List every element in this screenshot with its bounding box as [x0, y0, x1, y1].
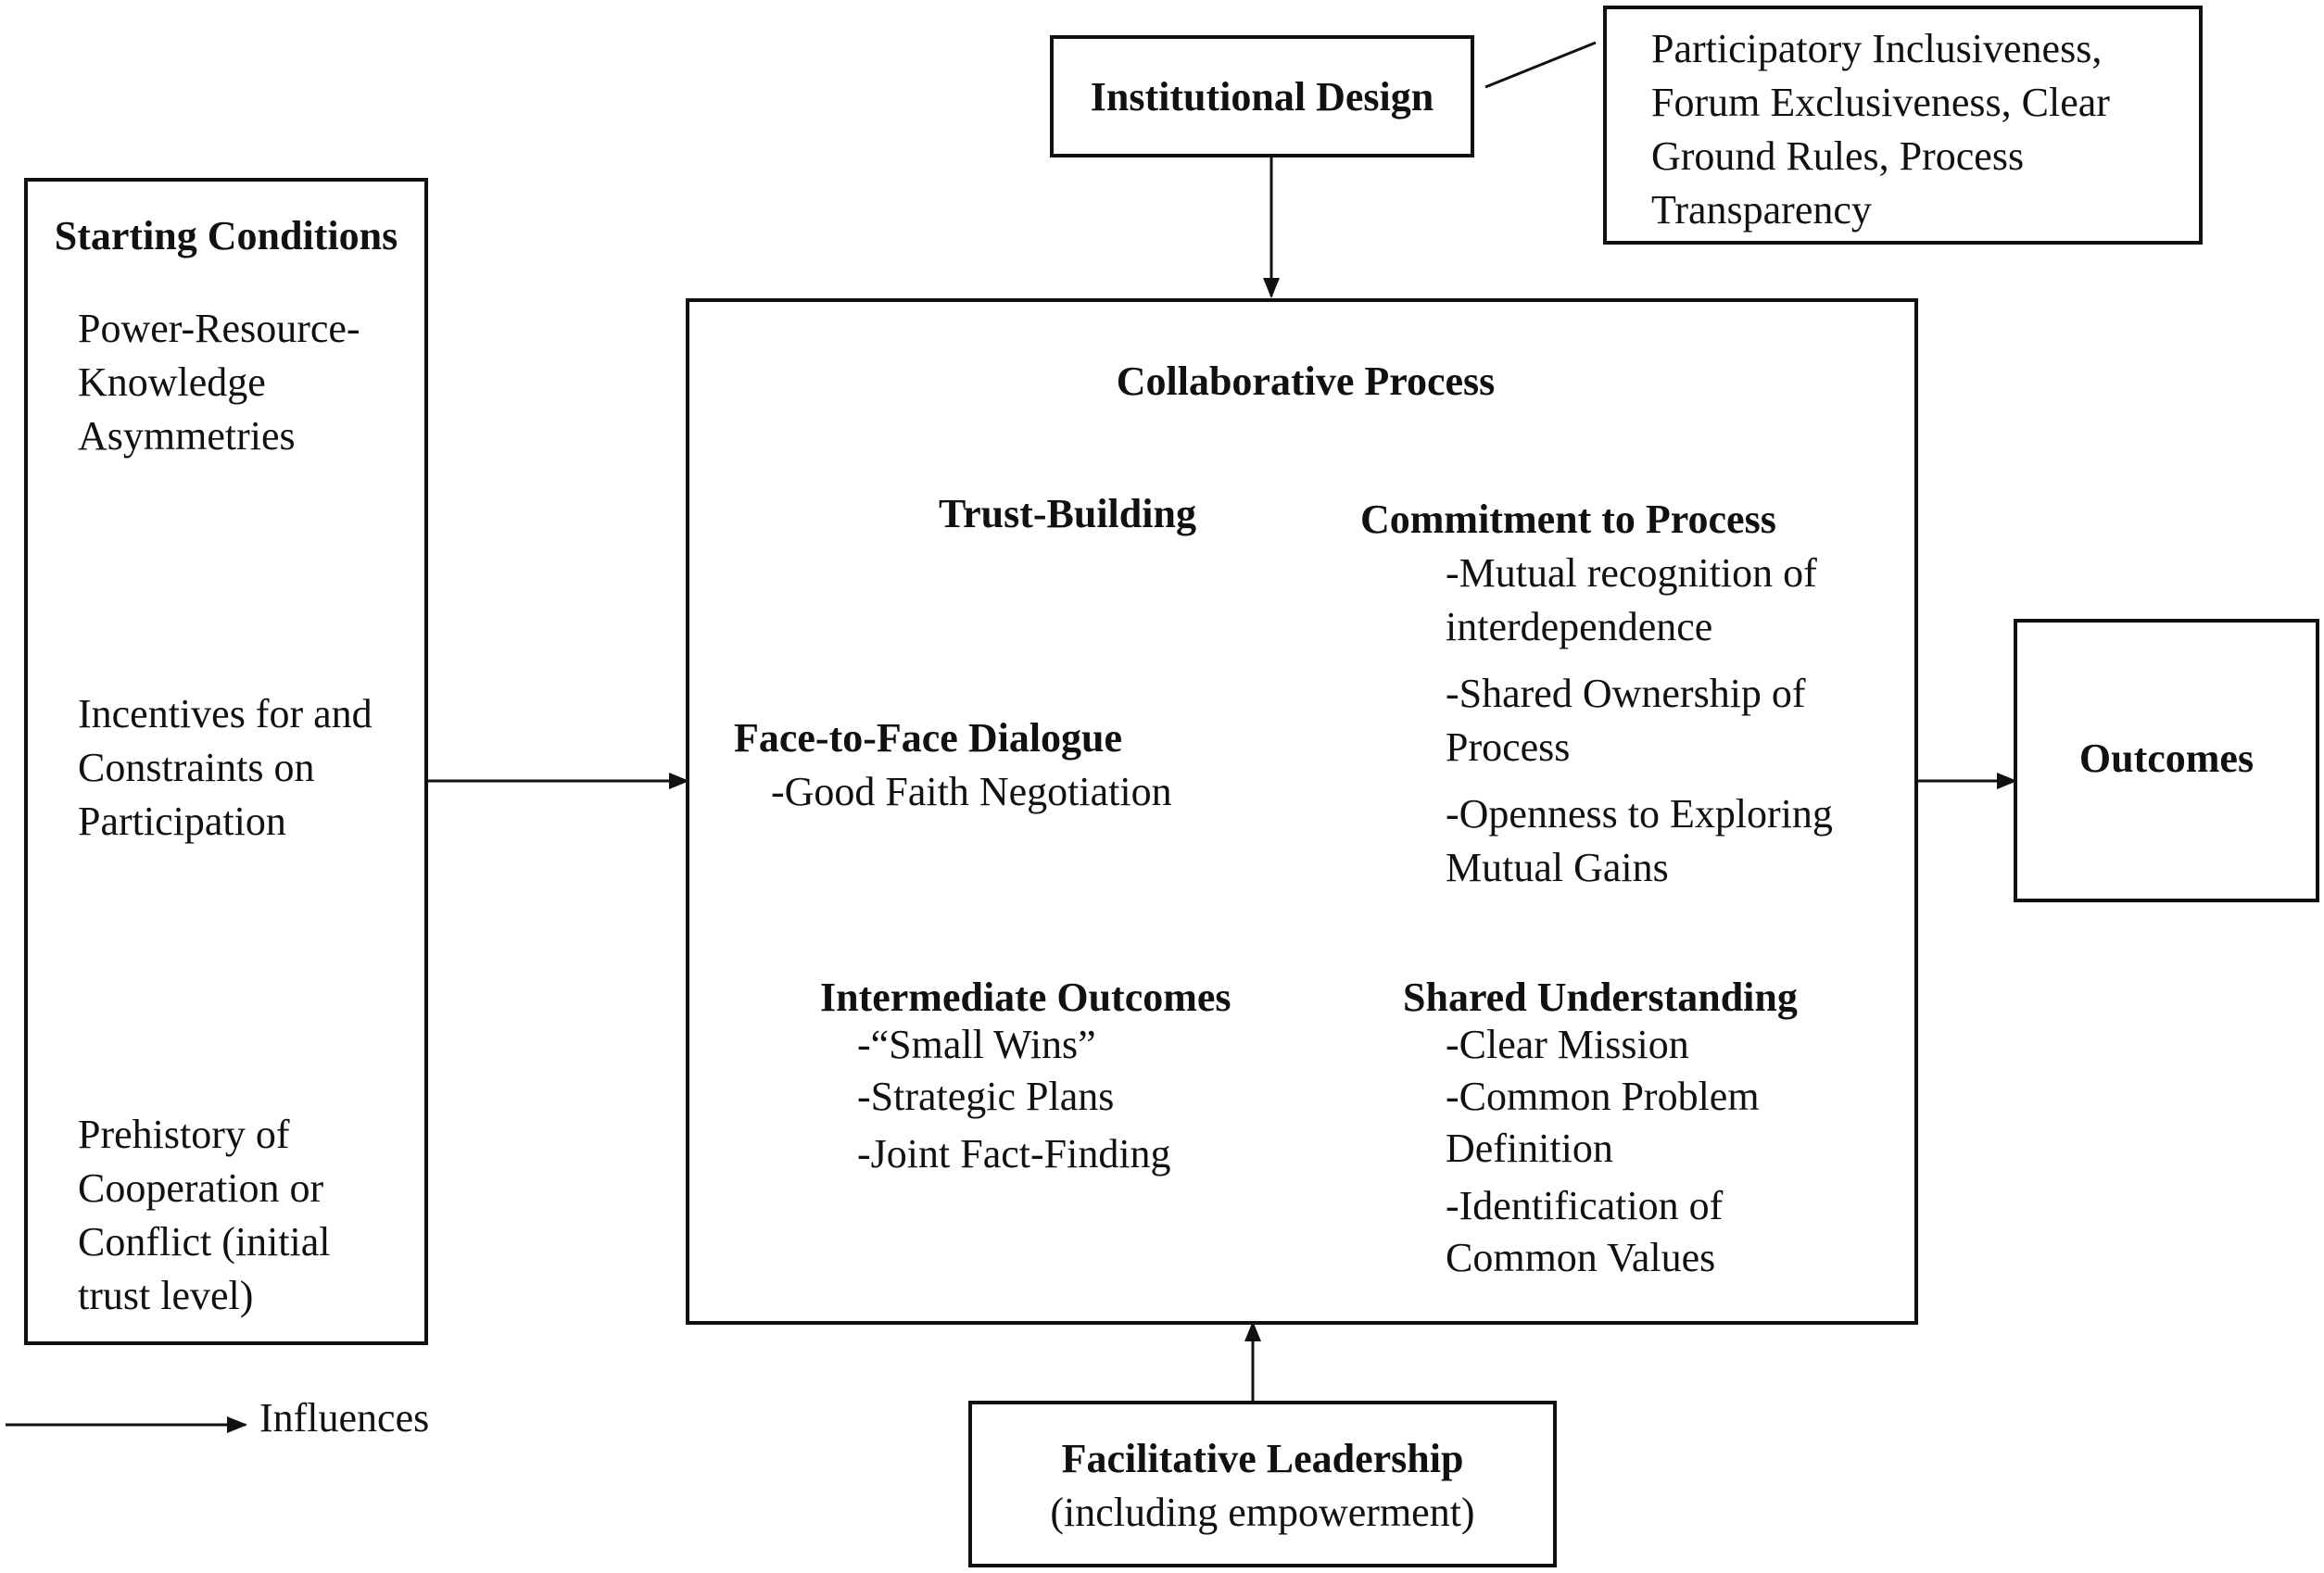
outcomes-title: Outcomes [2078, 736, 2255, 781]
details-line: Transparency [1651, 187, 1872, 233]
power-asymmetries-text: Power-Resource- Knowledge Asymmetries [78, 302, 360, 463]
institutional-details-text: Participatory Inclusiveness, Forum Exclu… [1651, 22, 2110, 237]
institutional-design-box: Institutional Design [1050, 35, 1474, 157]
intermediate-item: -Joint Fact-Finding [857, 1131, 1171, 1177]
incentives-line: Incentives for and [78, 691, 373, 736]
details-connector-line [1484, 41, 1597, 89]
commitment-item: Process [1446, 724, 1571, 770]
outcomes-box: Outcomes [2014, 619, 2319, 902]
prehistory-text: Prehistory of Cooperation or Conflict (i… [78, 1108, 331, 1323]
understanding-item: Definition [1446, 1126, 1613, 1171]
starting-conditions-box: Starting Conditions [24, 178, 428, 1345]
prehistory-line: Conflict (initial [78, 1219, 331, 1265]
incentives-line: Constraints on [78, 745, 315, 790]
institutional-design-title: Institutional Design [1090, 74, 1434, 120]
power-line: Power-Resource- [78, 306, 360, 351]
details-line: Participatory Inclusiveness, [1651, 26, 2103, 71]
commitment-item: Mutual Gains [1446, 845, 1669, 890]
details-line: Forum Exclusiveness, Clear [1651, 80, 2110, 125]
commitment-item: -Openness to Exploring [1446, 791, 1833, 837]
dialogue-item: -Good Faith Negotiation [771, 769, 1172, 814]
understanding-title: Shared Understanding [1403, 975, 1798, 1020]
collaborative-process-box: Collaborative Process [686, 298, 1918, 1325]
commitment-title: Commitment to Process [1360, 497, 1776, 542]
intermediate-item: -Strategic Plans [857, 1074, 1115, 1119]
understanding-item: -Clear Mission [1446, 1022, 1689, 1067]
prehistory-line: Prehistory of [78, 1112, 290, 1157]
power-line: Asymmetries [78, 413, 296, 459]
intermediate-items: -“Small Wins” -Strategic Plans -Joint Fa… [857, 1019, 1171, 1180]
understanding-item: -Common Problem [1446, 1074, 1760, 1119]
facilitative-leadership-title: Facilitative Leadership [1061, 1436, 1464, 1481]
facilitative-leadership-subtitle: (including empowerment) [1050, 1490, 1475, 1535]
details-line: Ground Rules, Process [1651, 133, 2025, 179]
incentives-line: Participation [78, 799, 286, 844]
commitment-items: -Mutual recognition of interdependence -… [1446, 547, 1833, 895]
legend-label: Influences [259, 1395, 430, 1441]
commitment-item: interdependence [1446, 604, 1713, 649]
understanding-item: -Identification of [1446, 1183, 1724, 1228]
understanding-items: -Clear Mission -Common Problem Definitio… [1446, 1019, 1760, 1284]
starting-conditions-title: Starting Conditions [54, 213, 398, 258]
intermediate-title: Intermediate Outcomes [820, 975, 1231, 1020]
prehistory-line: Cooperation or [78, 1165, 324, 1211]
understanding-item: Common Values [1446, 1235, 1716, 1280]
commitment-item: -Shared Ownership of [1446, 671, 1806, 716]
dialogue-title: Face-to-Face Dialogue [734, 715, 1123, 761]
prehistory-line: trust level) [78, 1273, 254, 1318]
incentives-text: Incentives for and Constraints on Partic… [78, 687, 373, 849]
commitment-block: Commitment to Process [1360, 493, 1776, 547]
trust-building-label: Trust-Building [939, 491, 1196, 536]
commitment-item: -Mutual recognition of [1446, 550, 1817, 596]
facilitative-leadership-box: Facilitative Leadership (including empow… [968, 1401, 1557, 1567]
institutional-details-box: Participatory Inclusiveness, Forum Exclu… [1603, 6, 2203, 245]
intermediate-item: -“Small Wins” [857, 1022, 1096, 1067]
collaborative-process-title: Collaborative Process [1116, 359, 1496, 404]
power-line: Knowledge [78, 359, 266, 405]
